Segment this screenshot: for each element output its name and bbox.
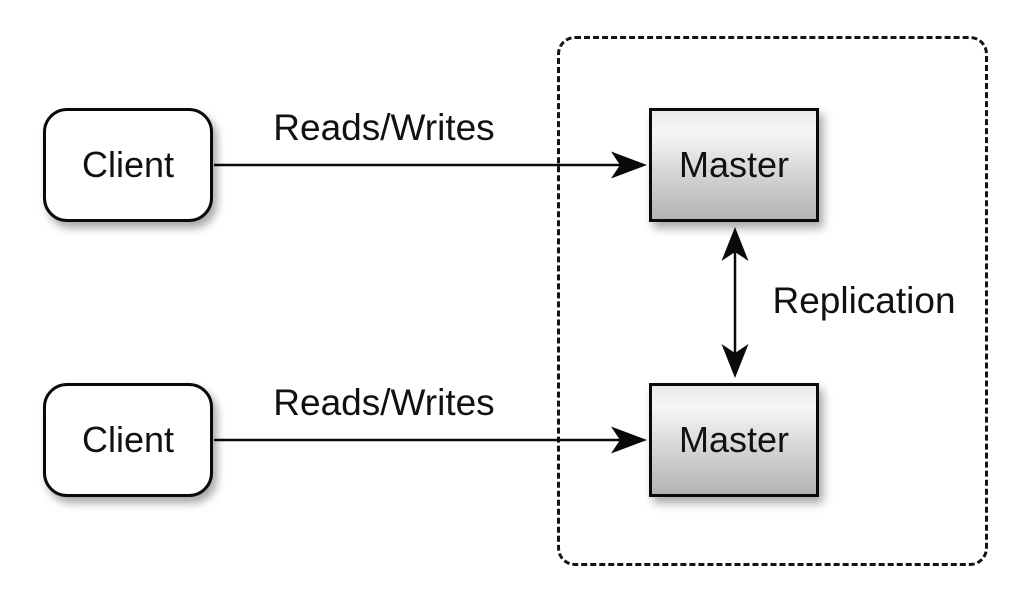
master-cluster-boundary [557, 36, 988, 566]
replication-label: Replication [772, 280, 956, 321]
master-node-label: Master [678, 144, 790, 185]
reads-writes-label-bottom: Reads/Writes [273, 382, 495, 423]
client-node-label: Client [81, 144, 175, 185]
master-node-bottom: Master [649, 383, 819, 497]
client-node-top: Client [43, 108, 213, 222]
client-node-label: Client [81, 419, 175, 460]
master-node-label: Master [678, 419, 790, 460]
master-node-top: Master [649, 108, 819, 222]
client-node-bottom: Client [43, 383, 213, 497]
reads-writes-label-top: Reads/Writes [273, 107, 495, 148]
